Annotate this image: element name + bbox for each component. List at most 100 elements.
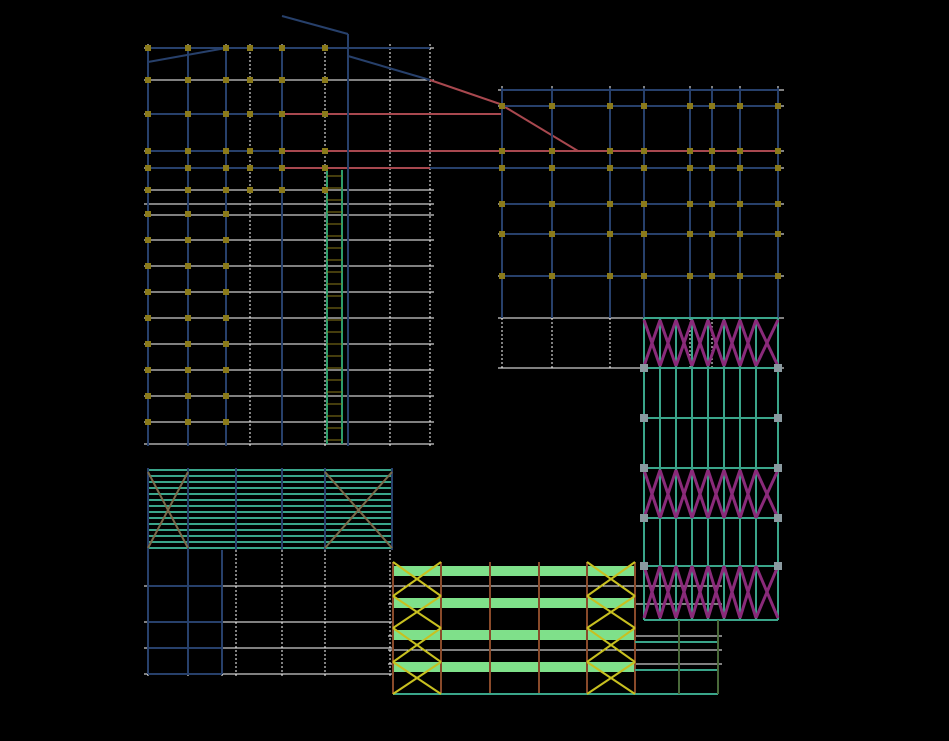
column-node bbox=[185, 187, 191, 193]
column-node bbox=[687, 201, 693, 207]
column-node bbox=[185, 367, 191, 373]
brace bbox=[722, 319, 742, 367]
column-node bbox=[145, 367, 151, 373]
brace bbox=[392, 661, 442, 695]
slab bbox=[393, 598, 635, 608]
column-node bbox=[775, 231, 781, 237]
brace bbox=[586, 627, 636, 663]
column-node bbox=[223, 111, 229, 117]
column-node bbox=[499, 273, 505, 279]
beam-roof-edge bbox=[281, 15, 349, 35]
brace bbox=[722, 565, 742, 619]
brace bbox=[324, 471, 393, 549]
column-node bbox=[223, 263, 229, 269]
column-node bbox=[279, 148, 285, 154]
column-node bbox=[549, 148, 555, 154]
column-node bbox=[641, 231, 647, 237]
column-node bbox=[247, 165, 253, 171]
brace bbox=[754, 565, 780, 619]
column-node bbox=[774, 364, 782, 372]
column-node bbox=[774, 514, 782, 522]
column-node bbox=[641, 148, 647, 154]
brace bbox=[690, 319, 710, 367]
brace bbox=[706, 319, 726, 367]
column-node bbox=[322, 165, 328, 171]
column-node bbox=[185, 148, 191, 154]
column-node bbox=[247, 111, 253, 117]
column-node bbox=[223, 211, 229, 217]
column-node bbox=[223, 237, 229, 243]
column-node bbox=[185, 419, 191, 425]
column-node bbox=[549, 165, 555, 171]
column-node bbox=[223, 289, 229, 295]
brace bbox=[392, 595, 442, 629]
column-node bbox=[247, 77, 253, 83]
column-node bbox=[774, 562, 782, 570]
brace bbox=[658, 319, 678, 367]
brace bbox=[642, 319, 662, 367]
column-node bbox=[145, 165, 151, 171]
column-node bbox=[640, 514, 648, 522]
column-node bbox=[775, 273, 781, 279]
column-node bbox=[499, 148, 505, 154]
column-node bbox=[641, 201, 647, 207]
column-node bbox=[279, 165, 285, 171]
brace bbox=[690, 469, 710, 519]
column-node bbox=[709, 165, 715, 171]
brace bbox=[674, 469, 694, 519]
column-node bbox=[322, 187, 328, 193]
column-node bbox=[737, 273, 743, 279]
column-node bbox=[607, 201, 613, 207]
brace bbox=[586, 595, 636, 629]
beam-roof-edge bbox=[347, 55, 431, 81]
column-node bbox=[279, 187, 285, 193]
column-node bbox=[737, 231, 743, 237]
column-node bbox=[223, 367, 229, 373]
brace bbox=[738, 565, 758, 619]
column-node bbox=[223, 393, 229, 399]
column-node bbox=[145, 111, 151, 117]
column-node bbox=[145, 237, 151, 243]
slab bbox=[393, 662, 635, 672]
column-node bbox=[185, 237, 191, 243]
column-node bbox=[145, 315, 151, 321]
beam-diagonal bbox=[499, 103, 579, 152]
column-node bbox=[185, 289, 191, 295]
column-node bbox=[145, 263, 151, 269]
brace bbox=[392, 561, 442, 597]
column-node bbox=[549, 273, 555, 279]
brace bbox=[674, 565, 694, 619]
column-node bbox=[279, 77, 285, 83]
column-node bbox=[223, 45, 229, 51]
column-node bbox=[145, 77, 151, 83]
brace bbox=[392, 627, 442, 663]
brace bbox=[642, 469, 662, 519]
column-node bbox=[223, 315, 229, 321]
column-node bbox=[223, 165, 229, 171]
column-node bbox=[185, 165, 191, 171]
column-node bbox=[247, 148, 253, 154]
column-node bbox=[247, 187, 253, 193]
column-node bbox=[145, 341, 151, 347]
column-node bbox=[322, 77, 328, 83]
column-node bbox=[185, 315, 191, 321]
column-node bbox=[775, 201, 781, 207]
column-node bbox=[145, 419, 151, 425]
column-node bbox=[223, 419, 229, 425]
column-node bbox=[549, 231, 555, 237]
column-node bbox=[775, 165, 781, 171]
column-node bbox=[145, 393, 151, 399]
column-node bbox=[223, 77, 229, 83]
column-node bbox=[549, 201, 555, 207]
brace bbox=[642, 565, 662, 619]
column-node bbox=[607, 231, 613, 237]
column-node bbox=[687, 273, 693, 279]
column-node bbox=[185, 341, 191, 347]
column-node bbox=[145, 148, 151, 154]
column-node bbox=[279, 111, 285, 117]
brace bbox=[754, 319, 780, 367]
column-node bbox=[709, 148, 715, 154]
column-node bbox=[145, 187, 151, 193]
column-node bbox=[223, 148, 229, 154]
